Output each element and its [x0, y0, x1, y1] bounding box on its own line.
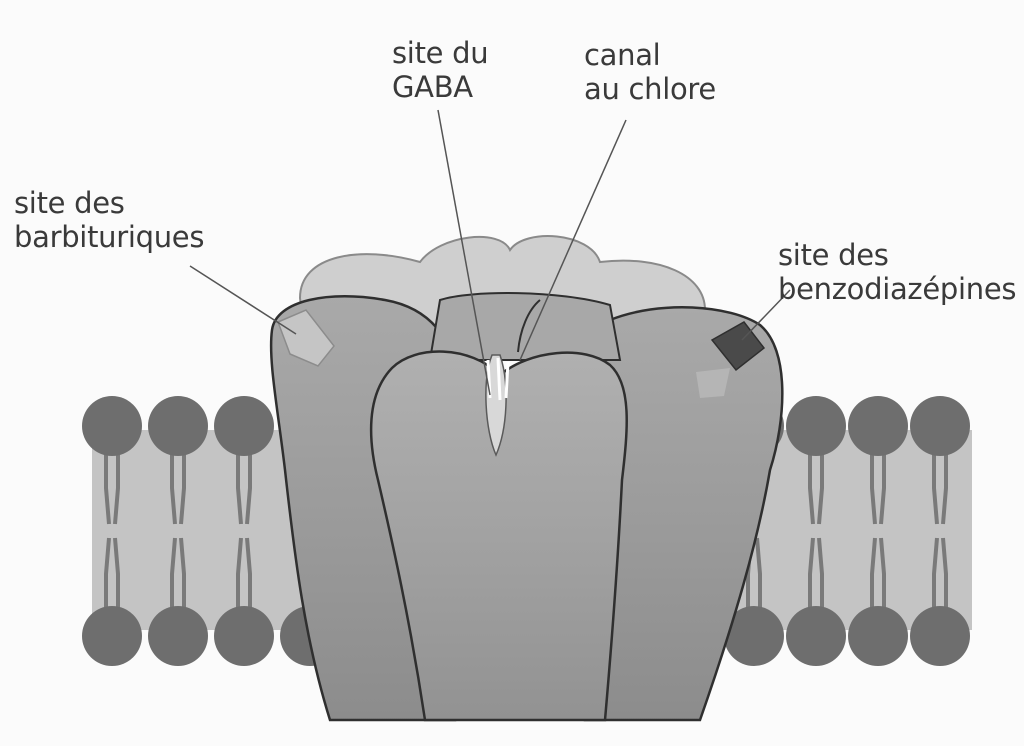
label-site-benzodiazepines-line2: benzodiazépines: [778, 272, 1016, 306]
lipid-head-top-2: [214, 396, 274, 456]
lipid-head-top-6: [786, 396, 846, 456]
label-site-barbituriques: site des barbituriques: [14, 186, 204, 254]
label-canal-chlore-line2: au chlore: [584, 72, 716, 106]
label-canal-chlore-line1: canal: [584, 38, 716, 72]
lipid-head-top-8: [910, 396, 970, 456]
lipid-head-top-7: [848, 396, 908, 456]
lipid-head-top-1: [148, 396, 208, 456]
lipid-head-bottom-1: [148, 606, 208, 666]
label-site-gaba-line1: site du: [392, 36, 488, 70]
label-canal-chlore: canal au chlore: [584, 38, 716, 106]
label-site-benzodiazepines-line1: site des: [778, 238, 1016, 272]
label-site-gaba-line2: GABA: [392, 70, 488, 104]
label-site-benzodiazepines: site des benzodiazépines: [778, 238, 1016, 306]
lipid-head-bottom-8: [910, 606, 970, 666]
lipid-head-bottom-2: [214, 606, 274, 666]
label-site-barbituriques-line2: barbituriques: [14, 220, 204, 254]
lipid-head-bottom-6: [786, 606, 846, 666]
lipid-head-top-0: [82, 396, 142, 456]
lipid-head-bottom-7: [848, 606, 908, 666]
label-site-barbituriques-line1: site des: [14, 186, 204, 220]
lipid-head-bottom-0: [82, 606, 142, 666]
leader-barbituriques: [190, 266, 296, 334]
label-site-gaba: site du GABA: [392, 36, 488, 104]
